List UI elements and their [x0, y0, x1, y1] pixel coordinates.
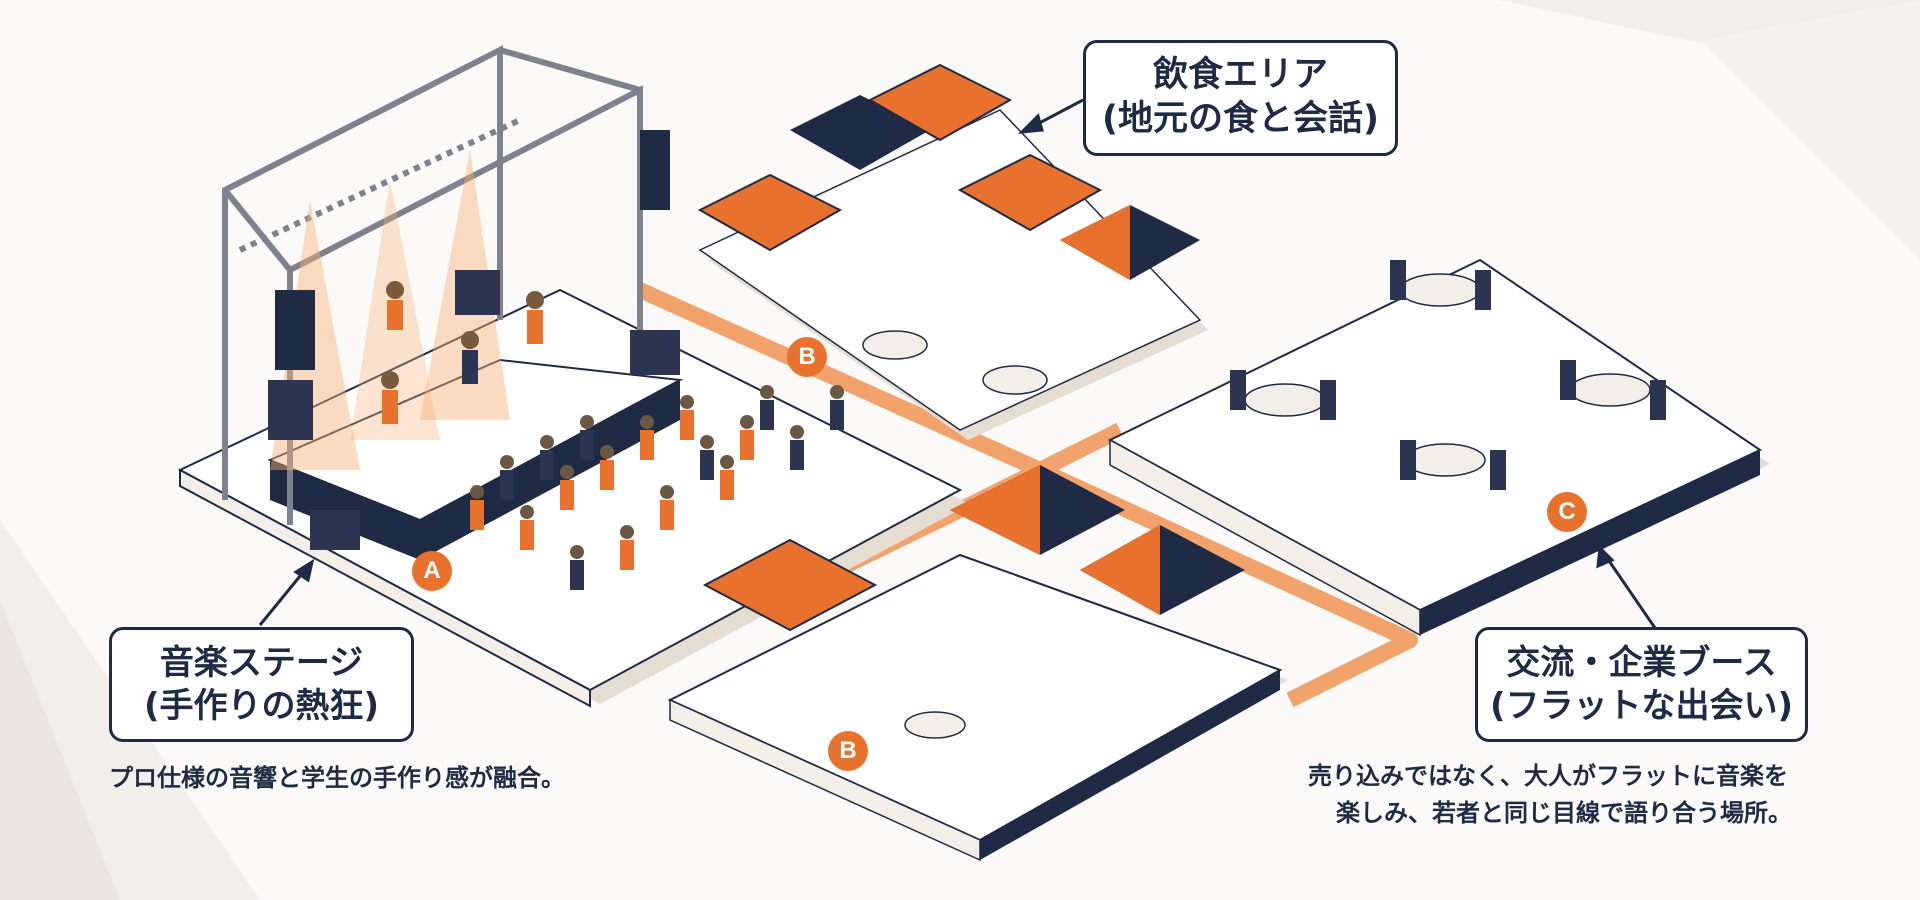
food-area-callout: 飲食エリア (地元の食と会話) [1083, 40, 1398, 156]
stage-description: プロ仕様の音響と学生の手作り感が融合。 [109, 764, 565, 792]
food-area-platform [697, 63, 1208, 440]
stage-title: 音楽ステージ [159, 643, 364, 683]
stage-callout: 音楽ステージ (手作りの熱狂) [109, 627, 414, 742]
networking-description-line1: 売り込みではなく、大人がフラットに音楽を [1308, 762, 1788, 790]
zone-badge-a: A [412, 551, 452, 591]
networking-description: 売り込みではなく、大人がフラットに音楽を 楽しみ、若者と同じ目線で語り合う場所。 [1308, 758, 1792, 832]
crowd-icon [470, 385, 844, 590]
stage-subtitle: (手作りの熱狂) [143, 685, 380, 726]
networking-platform [1107, 258, 1770, 637]
networking-title: 交流・企業ブース [1506, 643, 1777, 683]
tent-icon [697, 63, 1200, 280]
networking-subtitle: (フラットな出会い) [1489, 685, 1794, 726]
zone-badge-b-upper: B [787, 337, 827, 377]
food-area-subtitle: (地元の食と会話) [1102, 99, 1379, 139]
zone-badge-c: C [1547, 492, 1587, 532]
arrow-pointer-icon [258, 98, 1657, 629]
networking-callout: 交流・企業ブース (フラットな出会い) [1475, 627, 1808, 742]
tent-icon [702, 465, 1245, 632]
food-area-lower-platform [667, 465, 1288, 862]
zone-badge-b-lower: B [828, 731, 868, 771]
food-area-title: 飲食エリア [1152, 55, 1328, 96]
networking-description-line2: 楽しみ、若者と同じ目線で語り合う場所。 [1336, 799, 1792, 828]
band-members [381, 270, 544, 424]
